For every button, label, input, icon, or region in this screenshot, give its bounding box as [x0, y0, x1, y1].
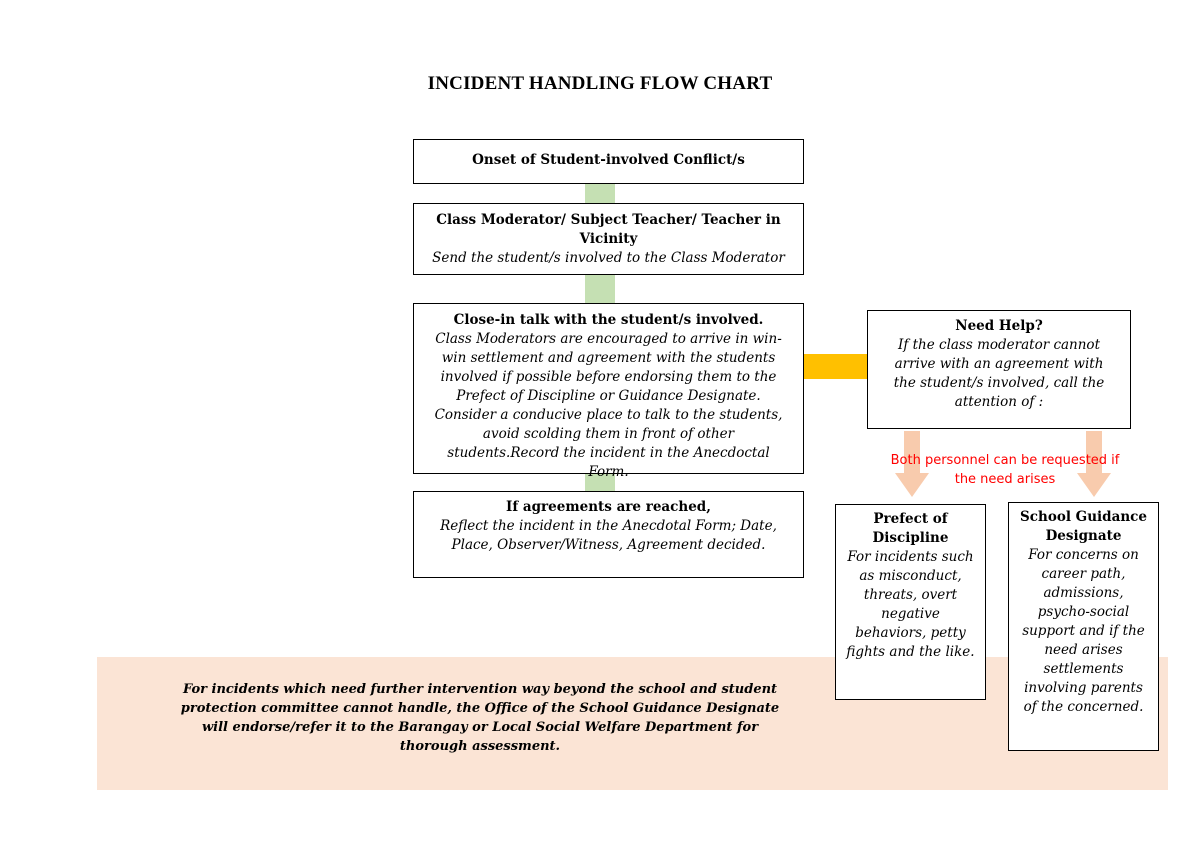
footer-band [97, 657, 1168, 790]
both-personnel-note: Both personnel can be requested if the n… [890, 453, 1120, 487]
node-moderator: Class Moderator/ Subject Teacher/ Teache… [413, 203, 804, 275]
node-needhelp-heading: Need Help? [955, 318, 1043, 334]
footer-note: For incidents which need further interve… [180, 682, 780, 754]
node-agreements-heading: If agreements are reached, [506, 499, 711, 515]
node-needhelp: Need Help? If the class moderator cannot… [867, 310, 1131, 429]
node-guidance-heading: School Guidance Designate [1020, 509, 1147, 544]
connector-closein-needhelp [803, 354, 868, 379]
connector-moderator-closein [585, 274, 615, 304]
connector-onset-moderator [585, 183, 615, 204]
node-onset: Onset of Student-involved Conflict/s [413, 139, 804, 184]
node-onset-heading: Onset of Student-involved Conflict/s [472, 152, 745, 168]
node-closein-body: Class Moderators are encouraged to arriv… [434, 331, 783, 480]
node-prefect-body: For incidents such as misconduct, threat… [846, 549, 975, 660]
node-needhelp-body: If the class moderator cannot arrive wit… [893, 337, 1105, 410]
arrow-down-prefect-icon [895, 431, 929, 497]
node-guidance: School Guidance Designate For concerns o… [1008, 502, 1159, 751]
node-agreements: If agreements are reached, Reflect the i… [413, 491, 804, 578]
node-closein: Close-in talk with the student/s involve… [413, 303, 804, 480]
node-closein-heading: Close-in talk with the student/s involve… [453, 312, 764, 328]
node-moderator-heading: Class Moderator/ Subject Teacher/ Teache… [436, 212, 781, 247]
node-guidance-body: For concerns on career path, admissions,… [1022, 547, 1145, 715]
node-agreements-body: Reflect the incident in the Anecdotal Fo… [440, 518, 777, 553]
node-prefect-heading: Prefect of Discipline [872, 511, 949, 546]
node-moderator-body: Send the student/s involved to the Class… [432, 250, 785, 266]
connector-closein-agreements [585, 473, 615, 492]
arrow-down-guidance-icon [1077, 431, 1111, 497]
chart-title: INCIDENT HANDLING FLOW CHART [427, 73, 773, 94]
node-prefect: Prefect of Discipline For incidents such… [835, 504, 986, 700]
